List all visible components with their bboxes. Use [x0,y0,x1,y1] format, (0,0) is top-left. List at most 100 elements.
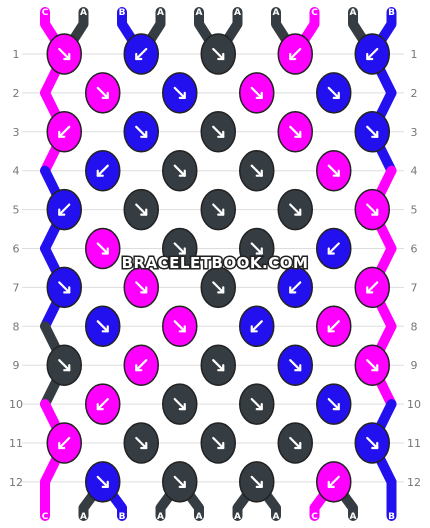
knot-arrow-icon [212,125,225,138]
knot-arrow-icon [96,475,109,488]
knot-arrow-head-icon [332,403,340,411]
row-label-right: 12 [407,476,421,489]
knot-arrow-head-icon [250,325,258,333]
knot [85,227,121,270]
knot-arrow-head-icon [255,480,263,488]
top-string-label: A [350,8,357,18]
bottom-string-label: A [350,512,357,522]
row-label-right: 2 [411,87,418,100]
knot [46,188,82,231]
knot-arrow-head-icon [101,480,109,488]
bottom-string-label: A [273,512,280,522]
knot [162,461,198,503]
knot-arrow-head-icon [366,286,374,294]
knot-arrow-icon [250,475,263,488]
top-string-label: A [196,8,203,18]
knot-arrow-icon [135,436,148,450]
bottom-string-label: B [119,512,126,522]
knot-arrow-icon [135,125,148,138]
knot [46,422,82,464]
knot-arrow-head-icon [255,247,263,255]
knot-arrow-icon [58,47,71,61]
knot-arrow-head-icon [58,208,66,216]
top-string-label: C [311,8,318,18]
knot-arrow-icon [58,359,71,372]
knot-arrow-icon [289,436,302,450]
knot-arrow-icon [135,359,148,372]
knot [354,422,390,464]
knot-arrow-head-icon [294,364,302,372]
knot-arrow-icon [173,475,186,488]
knot [162,149,198,192]
knot-arrow-icon [327,475,340,488]
knot-arrow-icon [173,320,186,333]
top-string-label: C [42,8,49,18]
knot-arrow-head-icon [140,441,148,450]
knot [123,266,159,309]
knot-arrow-head-icon [140,286,148,294]
row-label-right: 1 [411,48,418,61]
knot [85,383,121,425]
knot-arrow-icon [96,164,109,177]
knot-arrow-head-icon [140,130,148,138]
row-label-right: 10 [407,398,421,411]
knot [354,111,390,153]
knot-arrow-head-icon [371,441,379,450]
knot [85,72,121,114]
knot-arrow-icon [212,203,225,216]
row-label-left: 5 [13,204,20,217]
knot-arrow-head-icon [327,480,335,488]
knot-arrow-head-icon [178,247,186,255]
row-label-right: 11 [407,437,421,450]
knot-arrow-icon [96,86,109,100]
row-label-left: 11 [9,437,23,450]
knot-arrow-head-icon [101,91,109,100]
knot-arrow-head-icon [255,169,263,177]
knot-arrow-icon [58,203,71,216]
knot-arrow-head-icon [327,325,335,333]
knot-arrow-head-icon [101,247,109,255]
knot [354,188,390,231]
knot-arrow-head-icon [217,52,225,61]
knot-arrow-icon [58,281,71,294]
knot-arrow-icon [289,203,302,216]
row-label-right: 5 [411,204,418,217]
knot-arrow-icon [289,281,302,294]
knot [354,344,390,386]
knot-arrow-icon [212,47,225,61]
top-string-label: B [388,8,395,18]
knot-arrow-head-icon [217,130,225,138]
knot [46,344,82,386]
row-label-left: 4 [13,165,20,178]
knot-arrow-icon [366,281,379,294]
knot-arrow-head-icon [255,403,263,411]
knot [354,33,390,75]
knot-arrow-head-icon [294,441,302,450]
knot-arrow-icon [250,86,263,100]
knot-arrow-icon [96,242,109,255]
knot [46,33,82,75]
row-label-right: 6 [411,243,418,256]
knot-arrow-head-icon [135,364,143,372]
knot-arrow-icon [250,242,263,255]
knot [200,266,236,309]
row-label-left: 2 [13,87,20,100]
row-label-right: 7 [411,281,418,294]
knot [85,461,121,503]
knot [316,227,352,270]
knot-arrow-head-icon [217,208,225,216]
top-string-label: A [157,8,164,18]
bottom-string-label: A [234,512,241,522]
knot-arrow-head-icon [366,52,374,61]
knot-arrow-head-icon [327,247,335,255]
knot-arrow-icon [135,203,148,216]
knot-arrow-head-icon [63,286,71,294]
knot-arrow-icon [250,398,263,411]
knot [277,344,313,386]
knot [200,33,236,75]
knot-arrow-head-icon [332,169,340,177]
knot [316,383,352,425]
